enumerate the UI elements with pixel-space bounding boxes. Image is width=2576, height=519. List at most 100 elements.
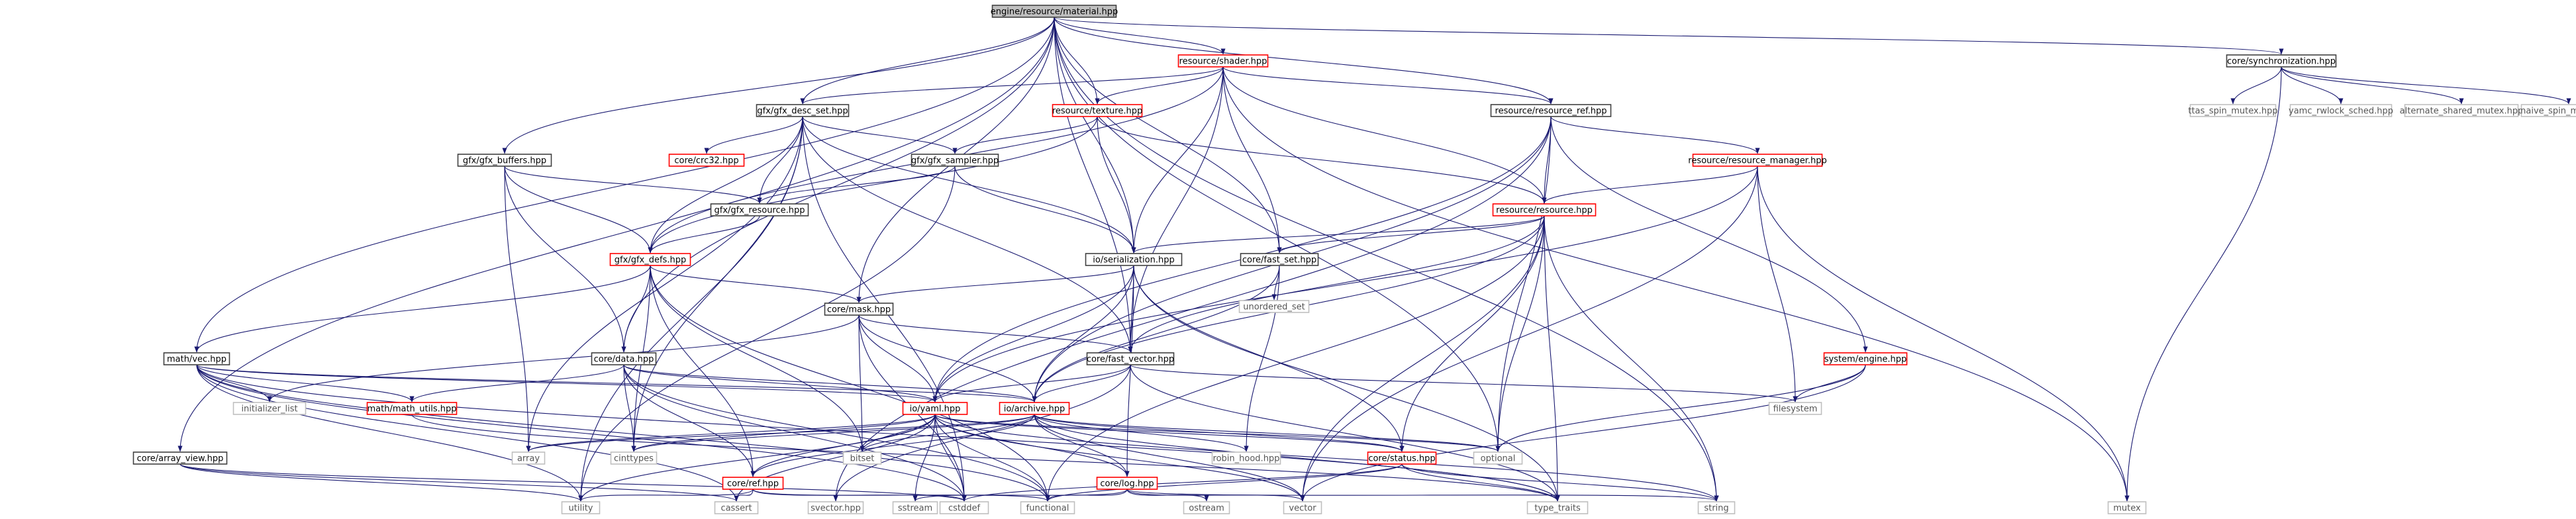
edge-core-log-hpp-to-string (1126, 489, 1719, 502)
node-system-engine-hpp[interactable]: system/engine.hpp (1823, 352, 1908, 365)
node-box (1177, 54, 1269, 68)
node-resource-shader-hpp[interactable]: resource/shader.hpp (1177, 54, 1269, 68)
node-box (911, 154, 999, 167)
edge-core-data-hpp-to-cstddef (623, 364, 967, 502)
node-gfx-gfx-desc-set-hpp[interactable]: gfx/gfx_desc_set.hpp (756, 104, 850, 117)
node-label: cstddef (948, 504, 981, 514)
node-io-yaml-hpp[interactable]: io/yaml.hpp (902, 402, 968, 415)
node-gfx-gfx-sampler-hpp[interactable]: gfx/gfx_sampler.hpp (911, 154, 999, 167)
node-label: core/log.hpp (1100, 479, 1154, 489)
node-core-data-hpp[interactable]: core/data.hpp (591, 352, 657, 365)
node-box (1492, 203, 1597, 216)
node-label: core/fast_set.hpp (1242, 256, 1316, 265)
node-box (1086, 352, 1175, 365)
edge-gfx-gfx-desc-set-hpp-to-gfx-gfx-defs-hpp (648, 116, 803, 254)
node-box (1697, 501, 1736, 514)
edge-io-archive-hpp-to-optional (1034, 414, 1501, 452)
edge-resource-resource-hpp-to-type-traits (1544, 215, 1560, 502)
node-naive-spin-mutex-hpp: naive_spin_mutex.hpp (2520, 104, 2576, 117)
node-box (1085, 253, 1183, 266)
edge-engine-resource-material-hpp-to-core-fast-set-hpp (1054, 17, 1282, 254)
node-label: core/status.hpp (1368, 454, 1435, 464)
node-box (991, 5, 1117, 18)
node-math-math-utils-hpp[interactable]: math/math_utils.hpp (366, 402, 458, 415)
edge-gfx-gfx-desc-set-hpp-to-utility (578, 116, 803, 502)
node-core-fast-set-hpp[interactable]: core/fast_set.hpp (1240, 253, 1319, 266)
node-resource-resource-ref-hpp[interactable]: resource/resource_ref.hpp (1490, 104, 1612, 117)
edge-system-engine-hpp-to-vector (1300, 364, 1866, 502)
node-box (232, 402, 307, 415)
node-math-vec-hpp[interactable]: math/vec.hpp (163, 352, 230, 365)
node-label: core/mask.hpp (827, 305, 891, 315)
node-gfx-gfx-buffers-hpp[interactable]: gfx/gfx_buffers.hpp (457, 154, 552, 167)
node-gfx-gfx-resource-hpp[interactable]: gfx/gfx_resource.hpp (710, 203, 809, 216)
node-io-archive-hpp[interactable]: io/archive.hpp (999, 402, 1070, 415)
node-box (132, 451, 228, 465)
node-gfx-gfx-defs-hpp[interactable]: gfx/gfx_defs.hpp (609, 253, 691, 266)
node-label: core/fast_vector.hpp (1087, 355, 1174, 365)
edge-resource-resource-hpp-to-vector (1300, 215, 1545, 502)
edge-resource-shader-hpp-to-resource-texture-hpp (1095, 66, 1224, 105)
node-resource-texture-hpp[interactable]: resource/texture.hpp (1052, 104, 1143, 117)
node-core-array-view-hpp[interactable]: core/array_view.hpp (132, 451, 228, 465)
edge-gfx-gfx-desc-set-hpp-to-io-serialization-hpp (802, 116, 1136, 254)
node-label: core/synchronization.hpp (2227, 57, 2336, 67)
edge-resource-shader-hpp-to-mutex (1222, 66, 2130, 502)
node-box (2520, 104, 2576, 117)
edge-gfx-gfx-resource-hpp-to-gfx-gfx-defs-hpp (648, 215, 760, 254)
node-robin-hood-hpp: robin_hood.hpp (1211, 451, 1281, 465)
node-mutex: mutex (2107, 501, 2147, 514)
node-bitset: bitset (842, 451, 882, 465)
node-engine-resource-material-hpp[interactable]: engine/resource/material.hpp (991, 5, 1118, 18)
node-yamc-rwlock-sched-hpp: yamc_rwlock_sched.hpp (2289, 104, 2393, 117)
edge-io-yaml-hpp-to-core-status-hpp (934, 414, 1405, 452)
edge-gfx-gfx-buffers-hpp-to-gfx-gfx-resource-hpp (504, 165, 762, 204)
edge-io-archive-hpp-to-vector (1034, 414, 1305, 502)
edge-core-synchronization-hpp-to-yamc-rwlock-sched-hpp (2281, 66, 2344, 105)
edge-io-archive-hpp-to-robin-hood-hpp (1034, 414, 1249, 452)
edge-engine-resource-material-hpp-to-gfx-gfx-buffers-hpp (502, 17, 1055, 154)
edge-io-yaml-hpp-to-cstddef (934, 414, 967, 502)
edge-core-fast-vector-hpp-to-type-traits (1130, 364, 1560, 502)
edge-resource-resource-hpp-to-core-status-hpp (1399, 215, 1545, 452)
edge-resource-resource-hpp-to-optional (1495, 215, 1545, 452)
node-label: gfx/gfx_defs.hpp (615, 256, 686, 265)
node-label: gfx/gfx_resource.hpp (714, 206, 805, 216)
node-core-ref-hpp[interactable]: core/ref.hpp (722, 477, 784, 490)
node-core-status-hpp[interactable]: core/status.hpp (1367, 451, 1437, 465)
node-core-log-hpp[interactable]: core/log.hpp (1096, 477, 1158, 490)
edge-io-serialization-hpp-to-type-traits (1133, 265, 1560, 502)
edge-io-archive-hpp-to-cinttypes (631, 414, 1035, 452)
node-label: cassert (720, 504, 752, 514)
node-utility: utility (561, 501, 601, 514)
edge-core-synchronization-hpp-to-mutex (2124, 66, 2282, 502)
edge-core-fast-vector-hpp-to-svector-hpp (833, 364, 1131, 502)
node-box (1490, 104, 1612, 117)
node-core-synchronization-hpp[interactable]: core/synchronization.hpp (2226, 54, 2337, 68)
edge-io-yaml-hpp-to-array (526, 414, 936, 452)
node-core-fast-vector-hpp[interactable]: core/fast_vector.hpp (1086, 352, 1175, 365)
edge-core-status-hpp-to-type-traits (1401, 463, 1560, 502)
node-box (2404, 104, 2519, 117)
node-core-crc32-hpp[interactable]: core/crc32.hpp (668, 154, 745, 167)
edge-gfx-gfx-sampler-hpp-to-utility (578, 165, 956, 502)
node-sstream: sstream (892, 501, 938, 514)
node-resource-resource-hpp[interactable]: resource/resource.hpp (1492, 203, 1597, 216)
node-label: resource/shader.hpp (1179, 57, 1267, 67)
node-label: core/array_view.hpp (137, 454, 224, 464)
node-box (2226, 54, 2337, 68)
node-label: mutex (2113, 504, 2141, 514)
edge-gfx-gfx-defs-hpp-to-core-mask-hpp (650, 265, 862, 303)
edge-io-archive-hpp-to-core-ref-hpp (750, 414, 1035, 477)
edge-io-yaml-hpp-to-utility (578, 414, 936, 502)
node-resource-resource-manager-hpp[interactable]: resource/resource_manager.hpp (1688, 154, 1827, 167)
edge-engine-resource-material-hpp-to-core-array-view-hpp (177, 17, 1055, 452)
node-unordered-set: unordered_set (1238, 300, 1310, 313)
node-core-mask-hpp[interactable]: core/mask.hpp (824, 303, 894, 316)
edge-math-vec-hpp-to-io-archive-hpp (196, 364, 1037, 402)
node-label: io/archive.hpp (1004, 404, 1065, 414)
node-label: gfx/gfx_buffers.hpp (463, 156, 546, 166)
node-ostream: ostream (1183, 501, 1230, 514)
node-io-serialization-hpp[interactable]: io/serialization.hpp (1085, 253, 1183, 266)
edge-engine-resource-material-hpp-to-core-fast-vector-hpp (1054, 17, 1133, 353)
